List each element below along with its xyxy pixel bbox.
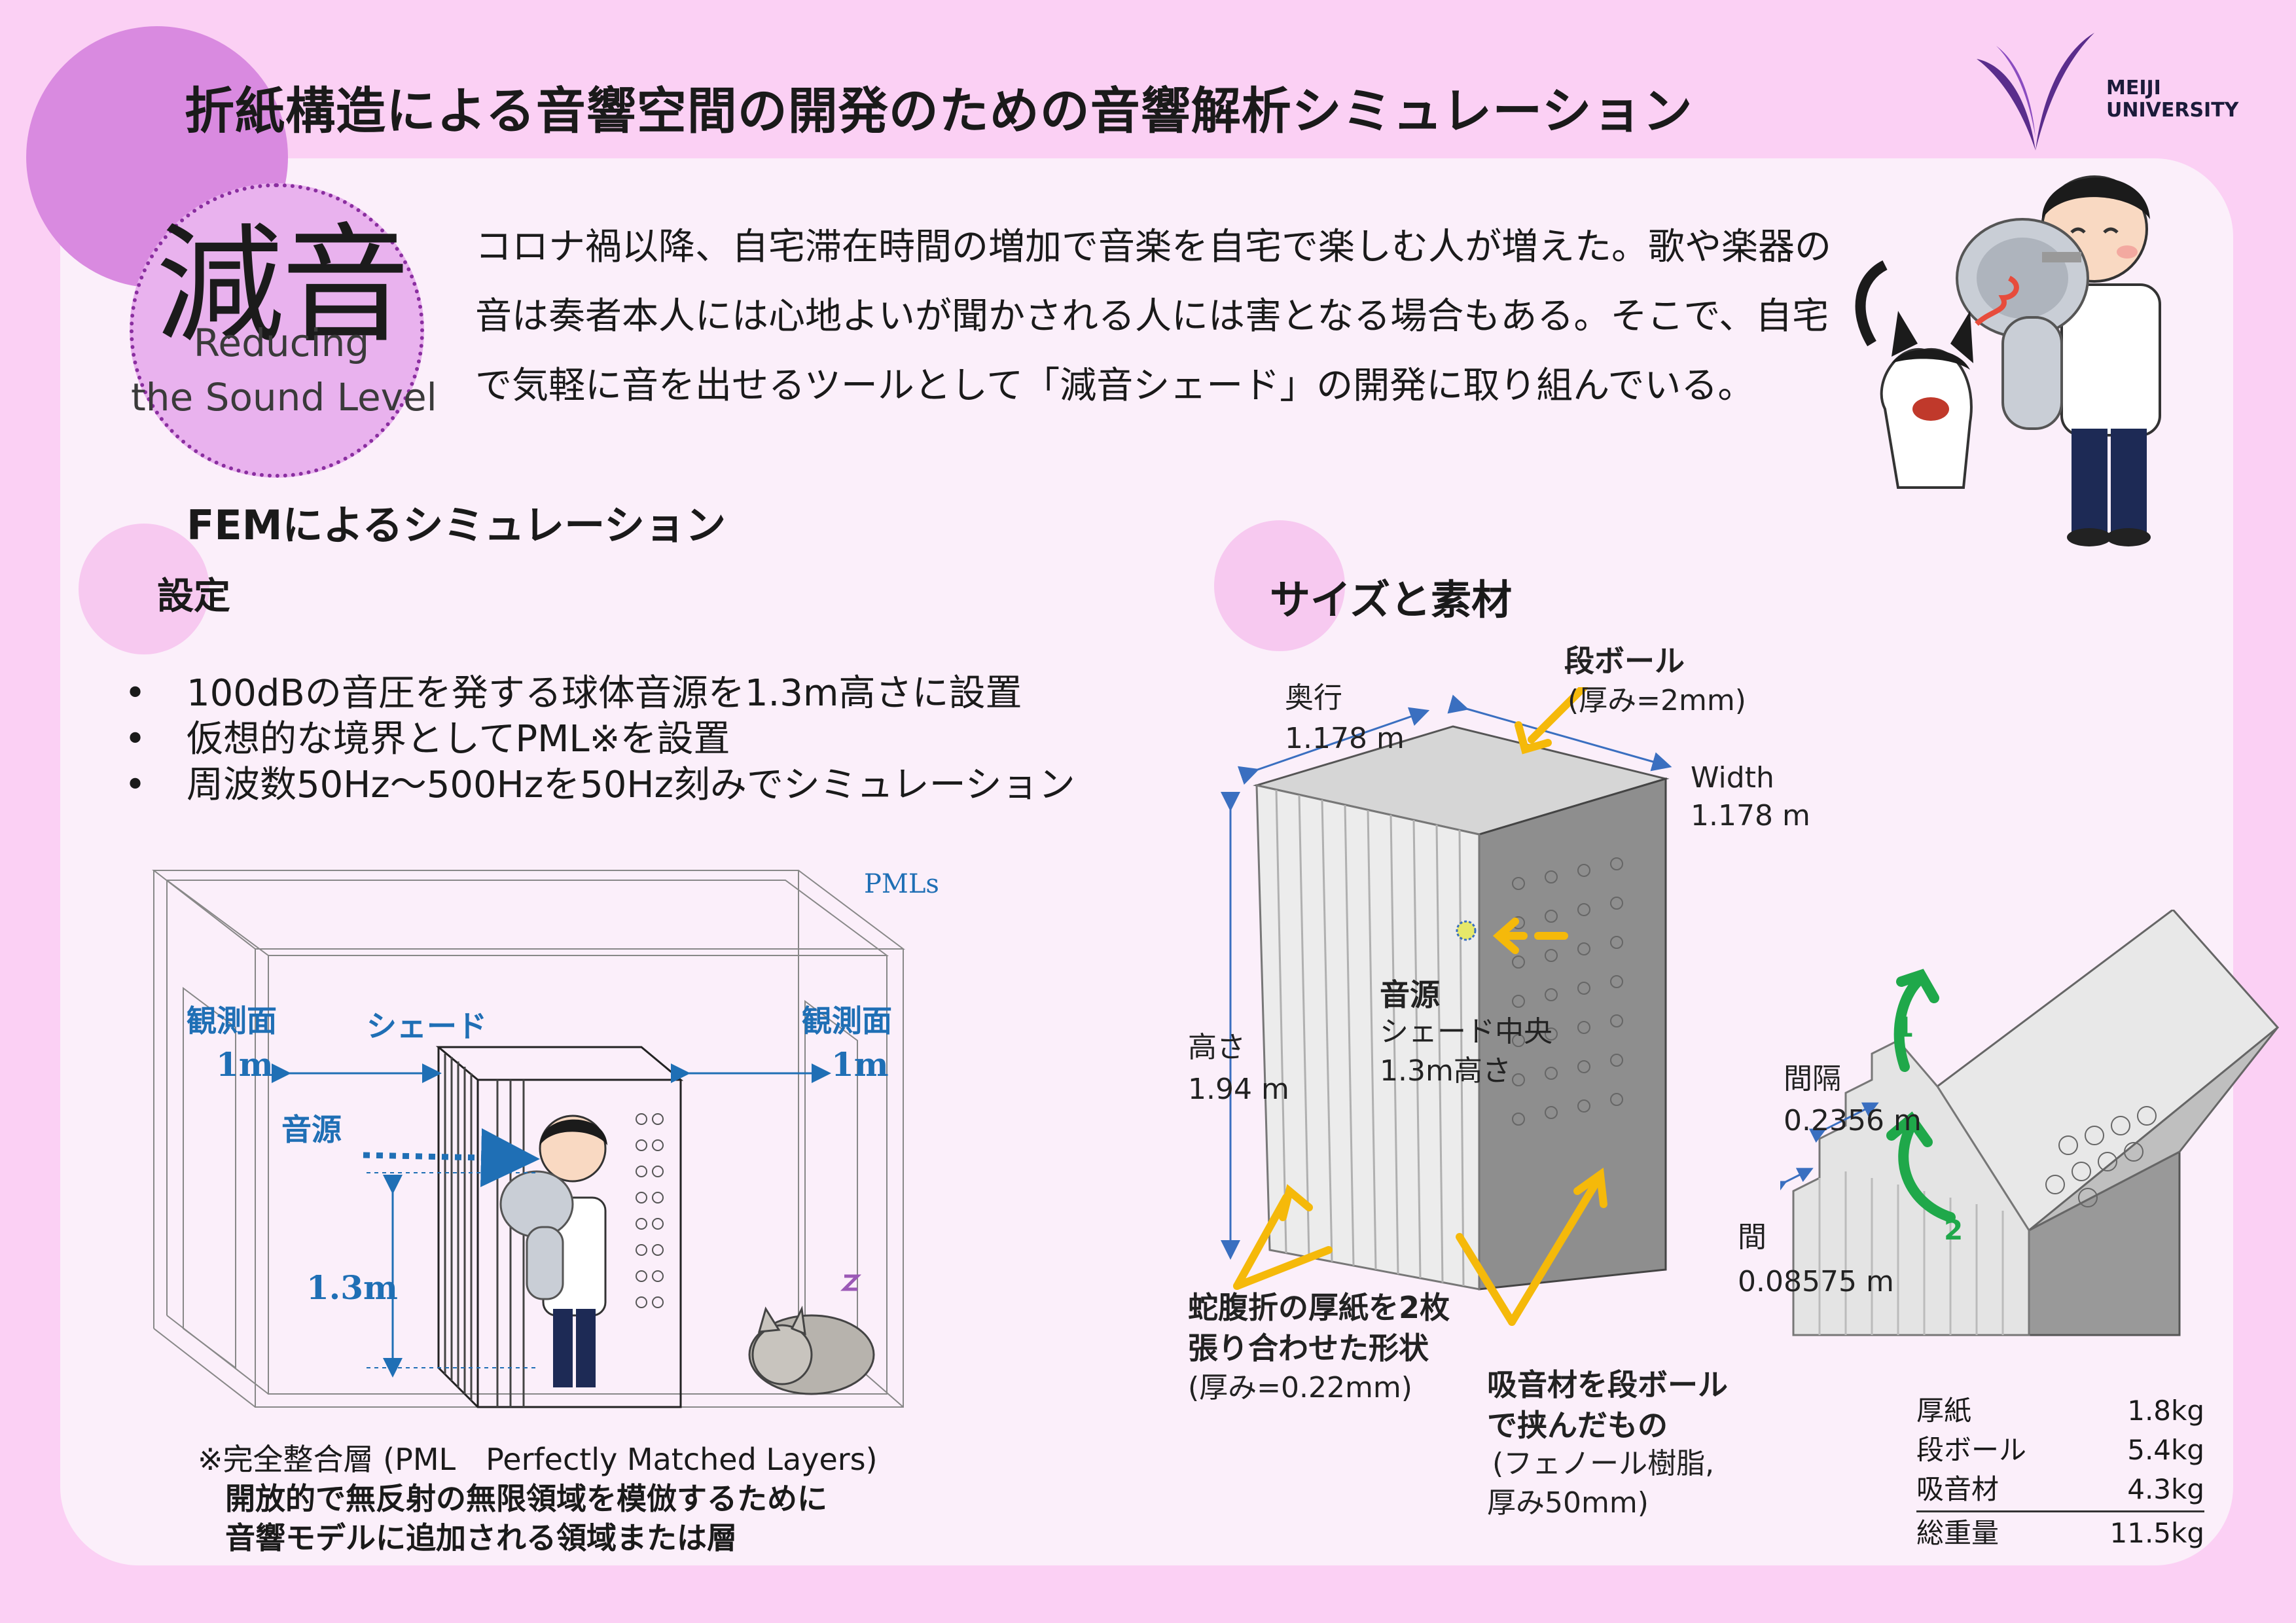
paper-detail: (厚み=0.22mm) [1188,1371,1412,1404]
source-line-2: 1.3m高さ [1380,1054,1511,1088]
source-title-3d: 音源 [1380,977,1440,1012]
gap-label: 間 [1738,1221,1767,1254]
shade-label: シェード [367,1008,487,1044]
weight-divider [1916,1510,2204,1512]
height-value-3d: 1.94 m [1188,1073,1289,1106]
absorber-detail-2: 厚み50mm) [1487,1486,1649,1520]
note-line-2: 開放的で無反射の無限領域を模倣するために [225,1481,827,1516]
width-arrow [1447,694,1672,772]
bullet-text: 周波数50Hz〜500Hzを50Hz刻みでシミュレーション [187,764,1075,806]
bullet-dot: • [124,718,147,760]
fold-detail-illustration [1780,910,2280,1336]
absorber-holes [636,1113,664,1308]
weight-row: 厚紙 1.8kg [1916,1391,2204,1431]
logo-line-1: MEIJI [2106,77,2161,99]
bullet-text: 仮想的な境界としてPML※を設置 [187,718,730,760]
interval-label: 間隔 [1784,1062,1841,1096]
intro-paragraph: コロナ禍以降、自宅滞在時間の増加で音楽を自宅で楽しむ人が増えた。歌や楽器の 音は… [475,213,1948,421]
distance-left-label: 1m [216,1045,274,1084]
cardboard-detail: (厚み=2mm) [1568,684,1746,717]
note-line-1: ※完全整合層 (PML Perfectly Matched Layers) [198,1442,878,1477]
note-line-3: 音響モデルに追加される領域または層 [225,1520,737,1556]
weight-value: 1.8kg [2127,1395,2204,1427]
badge-english-line-2: the Sound Level [131,375,437,419]
weight-value: 4.3kg [2127,1473,2204,1505]
sleeping-cat [748,1274,875,1395]
decor-circle-small-right [1214,520,1345,651]
fem-heading: FEMによるシミュレーション [187,501,726,549]
badge-circle [130,183,424,478]
paper-line-1: 蛇腹折の厚紙を2枚 [1188,1290,1450,1325]
weight-row: 吸音材 4.3kg [1916,1470,2204,1509]
height-label-3d: 高さ [1188,1031,1246,1064]
gap-arrow [1780,1168,1814,1196]
height-label: 1.3m [306,1268,398,1307]
bullet-dot: • [124,764,147,806]
fold-pleat-lines [1818,1171,2004,1335]
weight-row: 段ボール 5.4kg [1916,1431,2204,1470]
bullet-dot: • [124,672,147,715]
pmls-label: PMLs [864,869,939,899]
intro-line-2: 音は奏者本人には心地よいが聞かされる人には害となる場合もある。そこで、自宅 [475,295,1829,338]
weight-total-row: 総重量 11.5kg [1916,1514,2204,1553]
paper-line-2: 張り合わせた形状 [1188,1330,1429,1366]
setting-bullets: • 100dBの音圧を発する球体音源を1.3m高さに設置 • 仮想的な境界としてPM… [124,671,1075,808]
page-title: 折紙構造による音響空間の開発のための音響解析シミュレーション [185,82,1693,140]
tuba-player-illustration [1855,175,2161,546]
width-value: 1.178 m [1691,799,1810,832]
intro-line-3: で気軽に音を出せるツールとして「減音シェード」の開発に取り組んでいる。 [475,365,1755,407]
shade-3d-illustration [1221,687,1672,1326]
absorber-line-2: で挟んだもの [1487,1408,1668,1443]
fold-absorber-holes [2045,1106,2157,1207]
weight-total-name: 総重量 [1916,1517,2000,1549]
width-label: Width [1691,761,1774,794]
green-arrows [1886,969,1956,1222]
setting-heading: 設定 [157,575,230,618]
weight-value: 5.4kg [2127,1434,2204,1466]
weight-name: 厚紙 [1916,1395,1972,1427]
weight-name: 段ボール [1916,1434,2027,1466]
absorber-detail-1: (フェノール樹脂, [1492,1447,1715,1480]
badge-english-line-1: Reducing [193,321,370,365]
yellow-arrows [1233,687,1607,1326]
decor-circle-small-left [79,524,209,654]
logo-line-2: UNIVERSITY [2106,99,2239,122]
cardboard-title: 段ボール [1564,643,1685,679]
logo-text: MEIJI UNIVERSITY [2106,77,2238,122]
badge-kanji: 減音 [155,211,410,361]
fem-diagram [152,870,905,1408]
source-line-1: シェード中央 [1380,1015,1552,1048]
depth-arrow [1237,707,1430,785]
absorber-line-1: 吸音材を段ボール [1487,1367,1728,1402]
bullet-item: • 周波数50Hz〜500Hzを50Hz刻みでシミュレーション [124,762,1075,808]
bullet-item: • 100dBの音圧を発する球体音源を1.3m高さに設置 [124,671,1075,717]
pleat-lines [1275,789,1465,1287]
gap-value: 0.08575 m [1738,1265,1894,1298]
interval-arrow [1808,1102,1879,1143]
depth-label: 奥行 [1285,681,1342,715]
meiji-logo-icon [1977,33,2094,151]
depth-value: 1.178 m [1285,722,1405,755]
source-label: 音源 [281,1112,342,1147]
step-1-label: 1 [1895,1011,1914,1043]
distance-right-label: 1m [831,1045,889,1084]
bullet-text: 100dBの音圧を発する球体音源を1.3m高さに設置 [187,672,1022,715]
bullet-item: • 仮想的な境界としてPML※を設置 [124,717,1075,762]
shade-folds [444,1054,525,1407]
pml-note: ※完全整合層 (PML Perfectly Matched Layers) 開放… [198,1440,878,1558]
player-figure [499,1115,607,1387]
weight-table: 厚紙 1.8kg 段ボール 5.4kg 吸音材 4.3kg 総重量 11.5kg [1916,1391,2204,1553]
step-2-label: 2 [1944,1214,1964,1246]
sound-source-icon [1456,920,1477,941]
size-material-heading: サイズと素材 [1270,576,1513,624]
source-arrow [363,1128,540,1187]
interval-value: 0.2356 m [1784,1104,1922,1137]
obs-plane-right-label: 観測面 [802,1003,892,1039]
weight-total-value: 11.5kg [2109,1517,2205,1549]
intro-line-1: コロナ禍以降、自宅滞在時間の増加で音楽を自宅で楽しむ人が増えた。歌や楽器の [475,226,1831,268]
obs-plane-left-label: 観測面 [187,1003,277,1039]
weight-name: 吸音材 [1916,1473,2000,1505]
